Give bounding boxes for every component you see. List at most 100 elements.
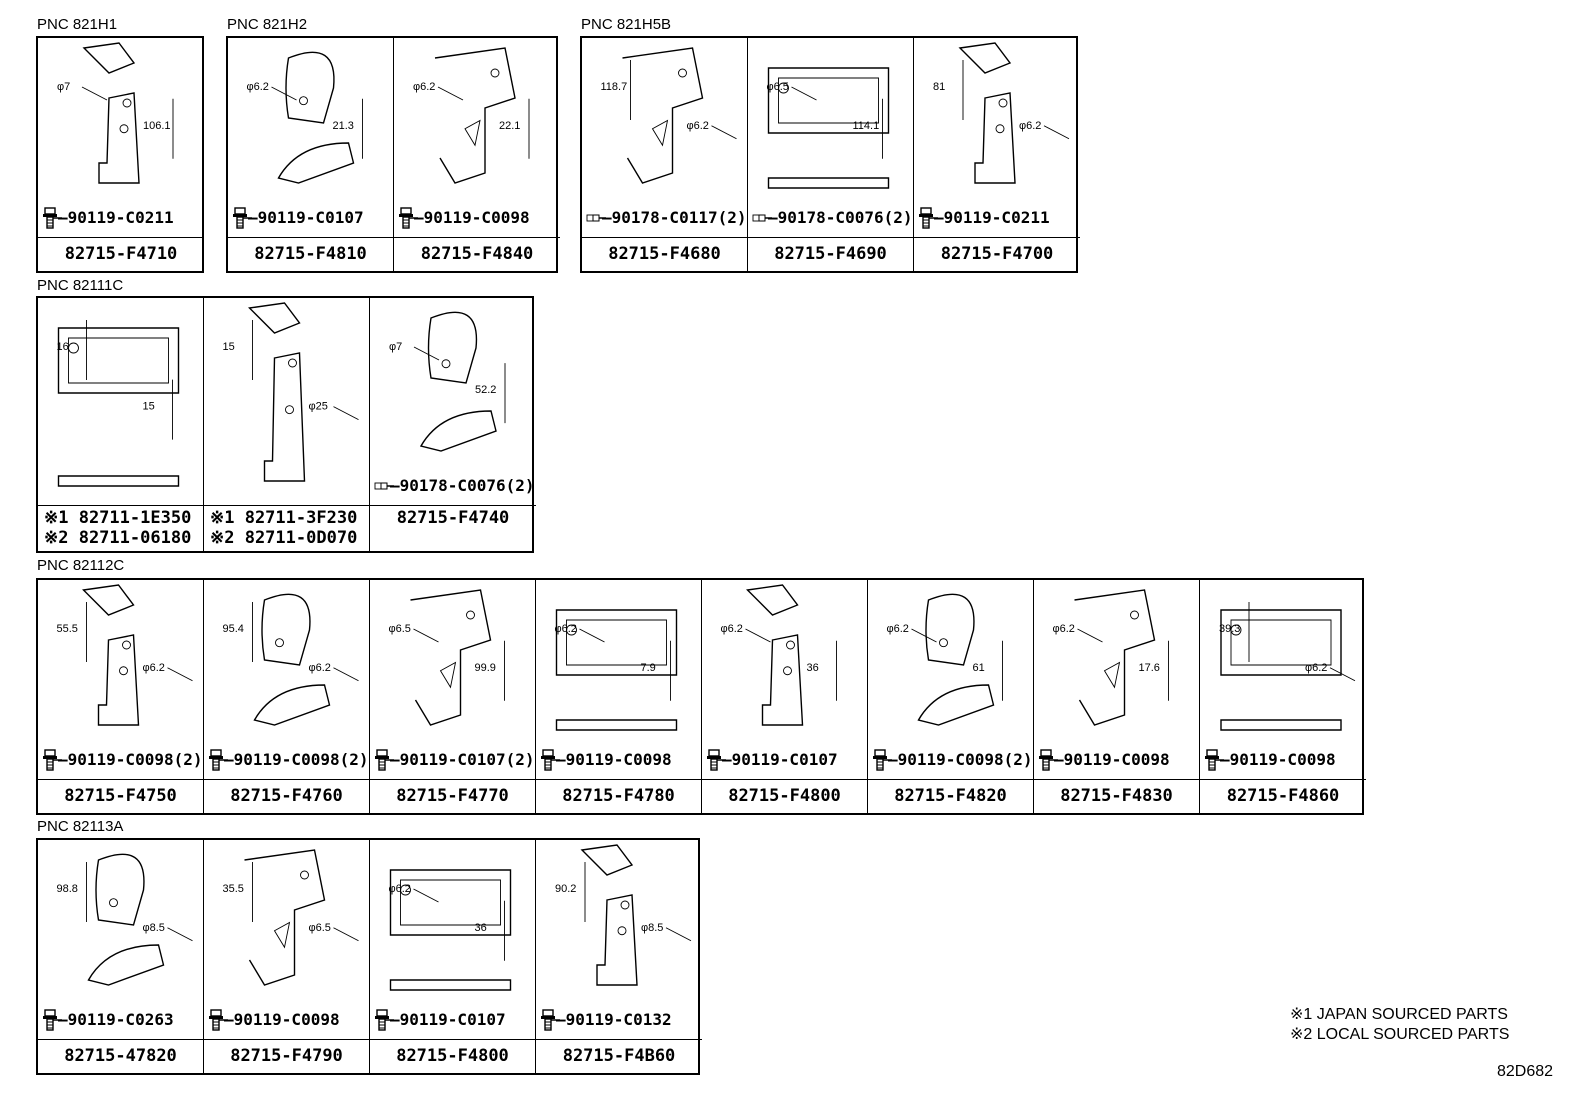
fastener-part-number: —90119-C0098(2) — [888, 750, 1033, 769]
part-number-line: 82715-F4710 — [64, 244, 178, 264]
part-number: 82715-F4800 — [370, 1039, 535, 1073]
fastener-callout: —90119-C0107 — [370, 1007, 535, 1033]
dimension-label: φ6.2 — [887, 623, 909, 635]
dimension-label: φ6.2 — [1305, 662, 1327, 674]
part-number-line: ※2 82711-06180 — [44, 528, 192, 548]
bracket-drawing: 90.2 φ8.5 — [536, 840, 702, 1005]
bracket-svg: φ6.5 114.1 — [767, 67, 890, 189]
fastener-part-number: —90119-C0107 — [248, 208, 364, 227]
part-number-line: 82715-F4840 — [420, 244, 534, 264]
dimension-label: 17.6 — [1139, 662, 1160, 674]
part-number-line: 82715-F4740 — [396, 508, 510, 528]
part-number: 82715-F4840 — [394, 237, 560, 271]
dimension-label: φ25 — [309, 401, 328, 413]
part-number: 82715-F4740 — [370, 505, 536, 551]
pnc-label-82111c: PNC 82111C — [37, 277, 124, 294]
bracket-drawing: 81 φ6.2 — [914, 38, 1080, 203]
dimension-label: 114.1 — [853, 120, 880, 132]
part-number-line: ※1 82711-1E350 — [44, 508, 192, 528]
part-number: ※1 82711-1E350※2 82711-06180 — [38, 505, 203, 551]
dimension-label: 95.4 — [223, 623, 244, 635]
clip-nut-icon — [752, 214, 772, 222]
dimension-label: φ8.5 — [641, 922, 663, 934]
part-number-line: 82715-F4750 — [64, 786, 177, 806]
flange-bolt-icon — [43, 207, 62, 229]
dimension-label: φ6.2 — [143, 662, 165, 674]
dimension-label: 106.1 — [143, 120, 171, 132]
part-number-line: 82715-F4800 — [396, 1046, 509, 1066]
pnc-label-82113a: PNC 82113A — [37, 818, 124, 835]
diagram-code: 82D682 — [1497, 1063, 1554, 1080]
fastener-callout: —90119-C0132 — [536, 1007, 702, 1033]
pnc-label-821h1: PNC 821H1 — [37, 16, 118, 33]
part-number-line: 82715-F4820 — [894, 786, 1007, 806]
fastener-part-number: —90119-C0211 — [934, 208, 1050, 227]
fastener-part-number: —90178-C0076(2) — [768, 208, 913, 227]
dimension-label: 22.1 — [499, 120, 520, 132]
part-number-line: 82715-F4830 — [1060, 786, 1173, 806]
dimension-label: 61 — [973, 662, 985, 674]
bracket-drawing: φ6.2 36 — [370, 840, 535, 1005]
fastener-callout: —90119-C0211 — [38, 205, 204, 231]
flange-bolt-icon — [43, 1009, 62, 1031]
fastener-callout: —90119-C0107 — [702, 747, 867, 773]
fastener-callout: —90119-C0098 — [394, 205, 560, 231]
flange-bolt-icon — [541, 1009, 560, 1031]
dimension-label: 7.9 — [641, 662, 656, 674]
fastener-callout: —90119-C0263 — [38, 1007, 203, 1033]
bracket-drawing: φ6.5 114.1 — [748, 38, 913, 203]
dimension-label: φ6.2 — [389, 883, 411, 895]
fastener-part-number: —90119-C0098 — [556, 750, 672, 769]
dimension-label: φ8.5 — [143, 922, 165, 934]
part-number-line: 82715-47820 — [64, 1046, 177, 1066]
dimension-label: 81 — [933, 81, 945, 93]
dimension-label: φ6.2 — [1019, 120, 1041, 132]
fastener-callout: —90119-C0211 — [914, 205, 1080, 231]
dimension-label: φ6.2 — [721, 623, 743, 635]
part-number-line: 82715-F4700 — [940, 244, 1054, 264]
flange-bolt-icon — [541, 749, 560, 771]
bracket-svg: 55.5φ6.2 — [57, 584, 193, 726]
part-number: 82715-F4710 — [38, 237, 204, 271]
fastener-part-number: —90119-C0098 — [224, 1010, 340, 1029]
dimension-label: φ6.2 — [555, 623, 577, 635]
dimension-label: 90.2 — [555, 883, 576, 895]
note-local-sourced: ※2 LOCAL SOURCED PARTS — [1290, 1026, 1510, 1043]
part-number-line: 82715-F4860 — [1226, 786, 1340, 806]
flange-bolt-icon — [399, 207, 418, 229]
part-cell: φ6.2 36 —90119-C0107 82715-F4800 — [370, 840, 536, 1073]
dimension-label: φ6.5 — [767, 81, 789, 93]
fastener-part-number: —90178-C0076(2) — [390, 476, 535, 495]
fastener-part-number: —90119-C0098(2) — [58, 750, 203, 769]
dimension-label: 39.3 — [1219, 623, 1240, 635]
part-number: 82715-F4810 — [228, 237, 393, 271]
fastener-callout: —90119-C0098 — [536, 747, 701, 773]
flange-bolt-icon — [209, 749, 228, 771]
bracket-svg: φ6.2 61 — [887, 593, 1003, 726]
dimension-label: φ7 — [389, 341, 402, 353]
dimension-label: 15 — [143, 401, 155, 413]
bracket-drawing: φ6.2 61 — [868, 580, 1033, 745]
fastener-callout: —90119-C0098 — [204, 1007, 369, 1033]
part-number: 82715-F4B60 — [536, 1039, 702, 1073]
dimension-label: 36 — [475, 922, 487, 934]
fastener-part-number: —90178-C0117(2) — [602, 208, 747, 227]
part-number-line: ※2 82711-0D070 — [210, 528, 358, 548]
